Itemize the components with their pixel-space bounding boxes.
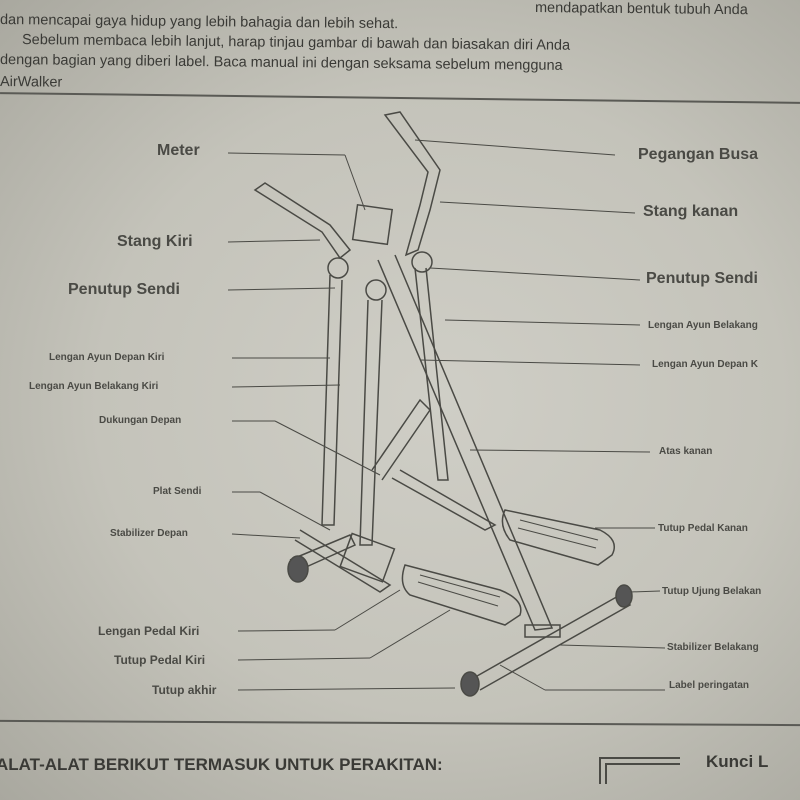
label-stang-kiri: Stang Kiri	[117, 233, 193, 250]
label-pegangan-busa: Pegangan Busa	[638, 146, 759, 163]
label-tutup-pedal-kiri: Tutup Pedal Kiri	[114, 653, 206, 667]
label-tutup-akhir: Tutup akhir	[152, 683, 217, 697]
label-tutup-ujung-belakang: Tutup Ujung Belakan	[662, 586, 762, 597]
pedal-tread	[417, 519, 599, 607]
label-meter: Meter	[157, 142, 200, 159]
label-lengan-ayun-belakang-kiri: Lengan Ayun Belakang Kiri	[29, 381, 159, 392]
machine-drawing	[253, 111, 633, 697]
label-stabilizer-depan: Stabilizer Depan	[110, 528, 188, 539]
tools-heading: ALAT-ALAT BERIKUT TERMASUK UNTUK PERAKIT…	[0, 755, 443, 774]
label-lengan-pedal-kiri: Lengan Pedal Kiri	[98, 624, 200, 638]
label-dukungan-depan: Dukungan Depan	[99, 415, 182, 426]
label-penutup-sendi-left: Penutup Sendi	[68, 281, 180, 298]
label-stang-kanan: Stang kanan	[643, 203, 739, 220]
wrench-icon	[599, 757, 680, 784]
label-tutup-pedal-kanan: Tutup Pedal Kanan	[658, 523, 748, 534]
label-lengan-ayun-belakang: Lengan Ayun Belakang	[648, 320, 758, 331]
label-label-peringatan: Label peringatan	[669, 680, 750, 691]
label-atas-kanan: Atas kanan	[659, 446, 713, 457]
leader-lines	[227, 139, 666, 691]
label-stabilizer-belakang: Stabilizer Belakang	[667, 642, 759, 653]
label-lengan-ayun-depan-k: Lengan Ayun Depan K	[652, 359, 758, 370]
label-penutup-sendi-right: Penutup Sendi	[646, 270, 758, 287]
tool-name: Kunci L	[706, 752, 769, 771]
label-plat-sendi: Plat Sendi	[153, 486, 202, 497]
label-lengan-ayun-depan-kiri: Lengan Ayun Depan Kiri	[49, 352, 165, 363]
